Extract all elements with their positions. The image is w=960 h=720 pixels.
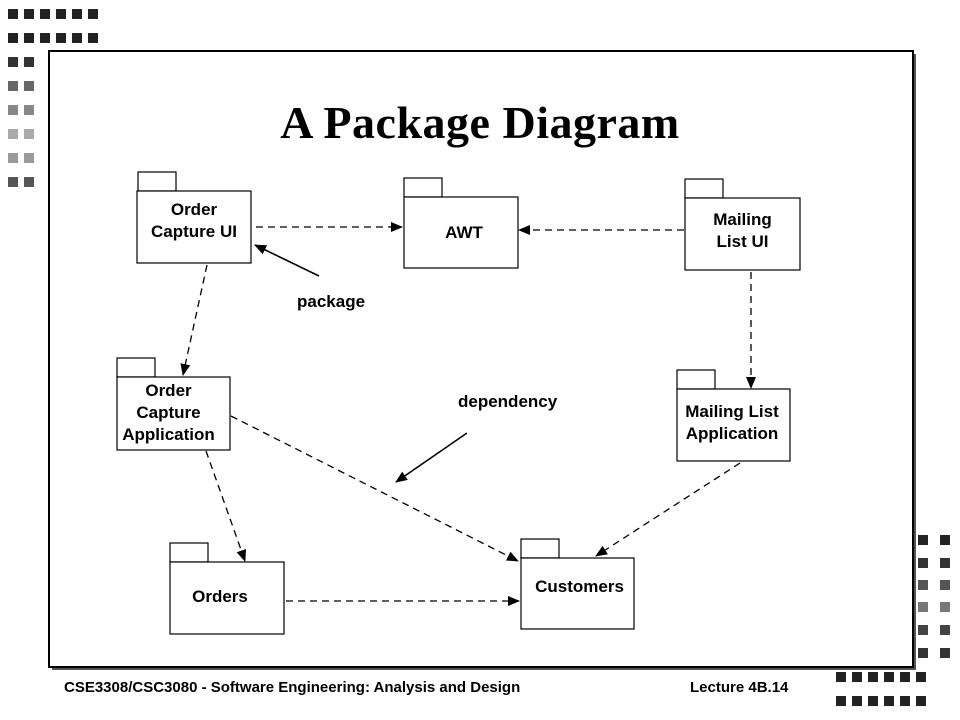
label-mailing-list-application: Mailing List Application <box>685 402 779 443</box>
package-orders <box>169 542 285 635</box>
decorative-square <box>884 672 894 682</box>
decorative-square <box>8 129 18 139</box>
package-pointer-arrow <box>254 244 320 277</box>
bottom-right-square-pattern <box>836 535 950 706</box>
dependency-mailing-list-application-to-customers <box>595 462 741 557</box>
package-order-capture-application <box>116 357 231 451</box>
decorative-square <box>852 696 862 706</box>
label-awt: AWT <box>445 223 483 242</box>
decorative-square <box>8 33 18 43</box>
decorative-square <box>56 9 66 19</box>
decorative-square <box>918 602 928 612</box>
decorative-square <box>852 672 862 682</box>
decorative-square <box>24 81 34 91</box>
decorative-square <box>24 57 34 67</box>
slide-title: A Package Diagram <box>280 97 680 148</box>
decorative-square <box>24 177 34 187</box>
annotation-dependency: dependency <box>458 392 558 411</box>
top-left-square-pattern <box>8 9 98 187</box>
decorative-square <box>72 33 82 43</box>
decorative-square <box>56 33 66 43</box>
label-order-capture-application: Order Capture Application <box>122 381 215 444</box>
dependency-order-capture-application-to-orders <box>205 450 247 562</box>
decorative-square <box>40 9 50 19</box>
decorative-square <box>916 672 926 682</box>
decorative-square <box>940 580 950 590</box>
decorative-square <box>940 648 950 658</box>
decorative-square <box>24 105 34 115</box>
decorative-square <box>884 696 894 706</box>
decorative-square <box>88 9 98 19</box>
decorative-square <box>940 535 950 545</box>
dependency-order-capture-ui-to-application <box>180 264 208 376</box>
decorative-square <box>868 696 878 706</box>
label-order-capture-ui: Order Capture UI <box>151 200 237 241</box>
decorative-square <box>8 177 18 187</box>
package-order-capture-ui <box>136 171 252 264</box>
decorative-square <box>940 558 950 568</box>
decorative-square <box>8 105 18 115</box>
package-mailing-list-application <box>676 369 791 462</box>
decorative-square <box>24 153 34 163</box>
decorative-square <box>918 625 928 635</box>
decorative-square <box>8 57 18 67</box>
decorative-square <box>24 33 34 43</box>
decorative-square <box>900 696 910 706</box>
package-awt <box>403 177 519 269</box>
decorative-square <box>916 696 926 706</box>
decorative-square <box>8 9 18 19</box>
decorative-square <box>940 625 950 635</box>
package-mailing-list-ui <box>684 178 801 271</box>
decorative-square <box>72 9 82 19</box>
decorative-square <box>8 81 18 91</box>
decorative-square <box>24 9 34 19</box>
label-customers: Customers <box>535 577 624 596</box>
decorative-square <box>88 33 98 43</box>
decorative-square <box>900 672 910 682</box>
decorative-square <box>24 129 34 139</box>
label-orders: Orders <box>192 587 248 606</box>
decorative-square <box>8 153 18 163</box>
footer-course: CSE3308/CSC3080 - Software Engineering: … <box>64 679 521 696</box>
decorative-square <box>918 580 928 590</box>
dependency-pointer-arrow <box>395 432 468 483</box>
decorative-square <box>918 648 928 658</box>
decorative-square <box>868 672 878 682</box>
decorative-square <box>836 696 846 706</box>
package-customers <box>520 538 635 630</box>
decorative-square <box>836 672 846 682</box>
annotation-package: package <box>297 292 366 311</box>
decorative-square <box>918 535 928 545</box>
decorative-square <box>940 602 950 612</box>
label-mailing-list-ui: Mailing List UI <box>713 210 772 251</box>
decorative-square <box>40 33 50 43</box>
footer-lecture: Lecture 4B.14 <box>690 679 789 696</box>
dependency-order-capture-application-to-customers <box>230 415 519 562</box>
decorative-square <box>918 558 928 568</box>
